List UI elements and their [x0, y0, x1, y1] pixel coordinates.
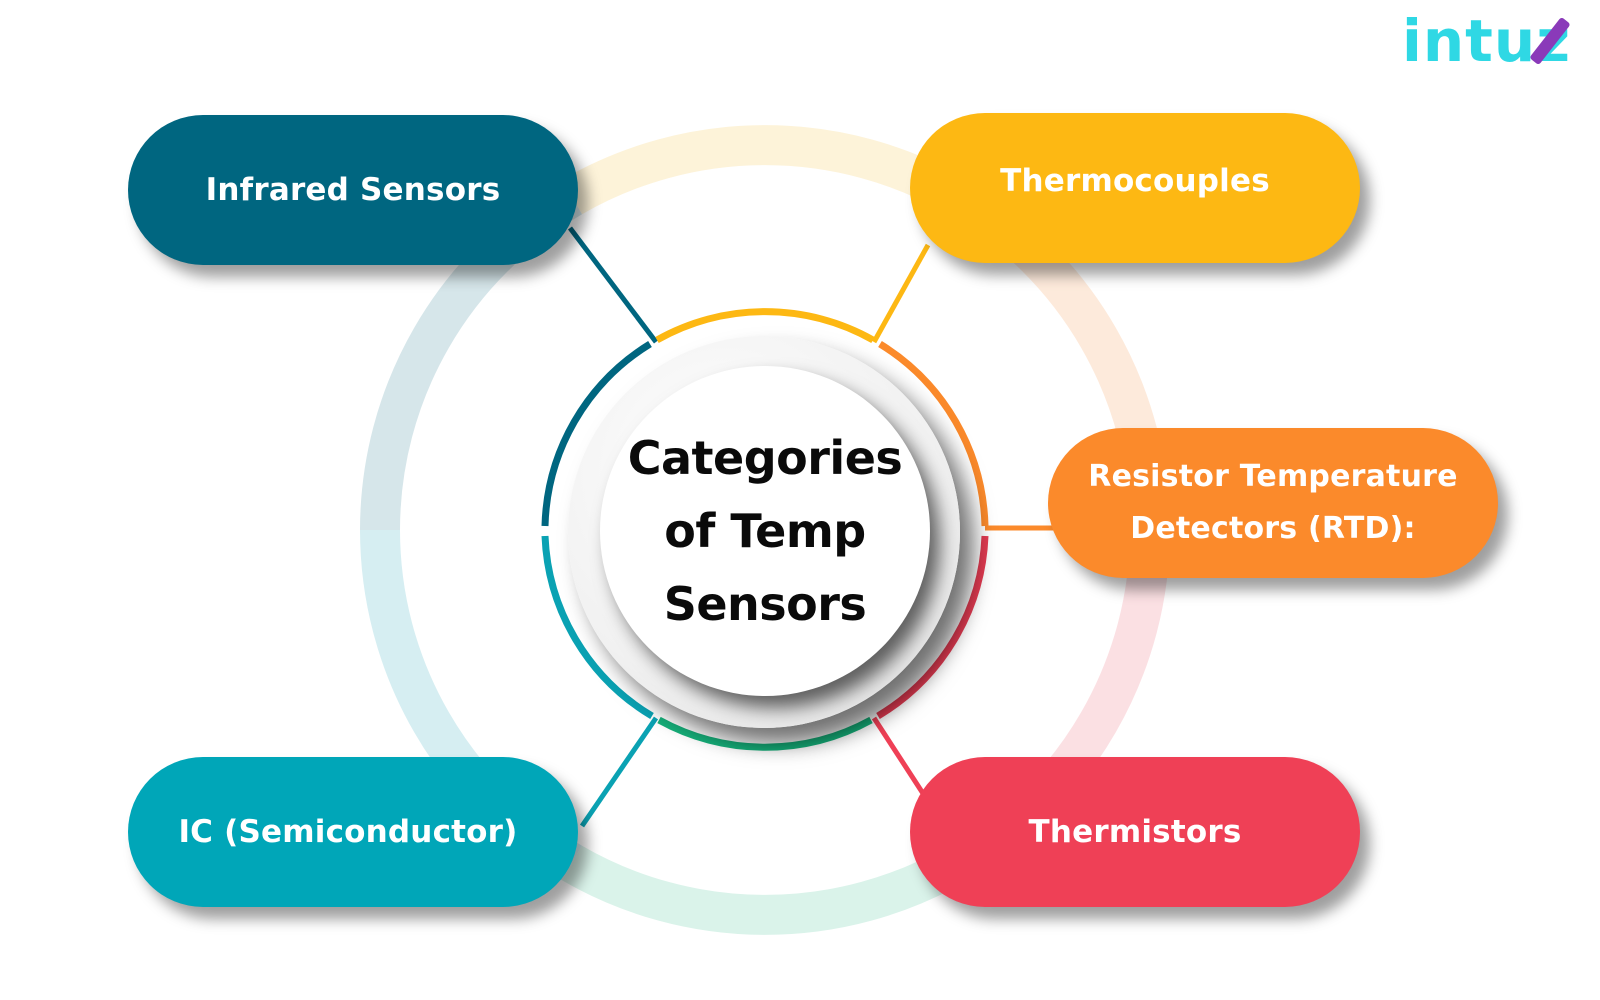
center-title: Categories of Temp Sensors [615, 422, 915, 641]
intuz-logo: intuz [1402, 10, 1571, 72]
node-infrared-sensors: Infrared Sensors [128, 115, 578, 265]
outer-ring-segment-top [561, 125, 969, 215]
node-thermocouples: Thermocouples [910, 113, 1360, 263]
logo-last-letter: z [1529, 7, 1571, 75]
node-label: Thermistors [1028, 814, 1242, 850]
node-label-line-2: Detectors (RTD): [1130, 511, 1416, 546]
connectors [568, 226, 1055, 828]
inner-ring [541, 308, 989, 751]
inner-ring-segment-lower-right [876, 535, 989, 720]
inner-ring-segment-bottom [657, 716, 873, 751]
center-title-line-3: Sensors [663, 576, 867, 631]
outer-ring-segment-bottom [561, 845, 969, 935]
connector-ic [579, 716, 659, 828]
connector-thermistors [871, 716, 927, 797]
node-label: Thermocouples [1000, 163, 1270, 199]
connector-thermocouples [871, 243, 931, 344]
center-title-line-2: of Temp [664, 503, 866, 558]
center-disc: Categories of Temp Sensors [600, 366, 930, 696]
inner-ring-segment-top [655, 308, 875, 344]
node-thermistors: Thermistors [910, 757, 1360, 907]
node-label: IC (Semiconductor) [178, 814, 518, 850]
inner-ring-segment-upper-left [541, 341, 652, 527]
inner-ring-segment-upper-right [878, 341, 989, 527]
node-ic-semiconductor: IC (Semiconductor) [128, 757, 578, 907]
logo-text: intu [1402, 7, 1537, 75]
inner-ring-segment-lower-left [541, 535, 654, 720]
connector-infrared [568, 226, 658, 344]
node-rtd: Resistor Temperature Detectors (RTD): [1048, 428, 1498, 578]
node-label: Infrared Sensors [205, 172, 501, 208]
center-title-line-1: Categories [627, 430, 903, 485]
node-label-line-1: Resistor Temperature [1088, 459, 1458, 494]
